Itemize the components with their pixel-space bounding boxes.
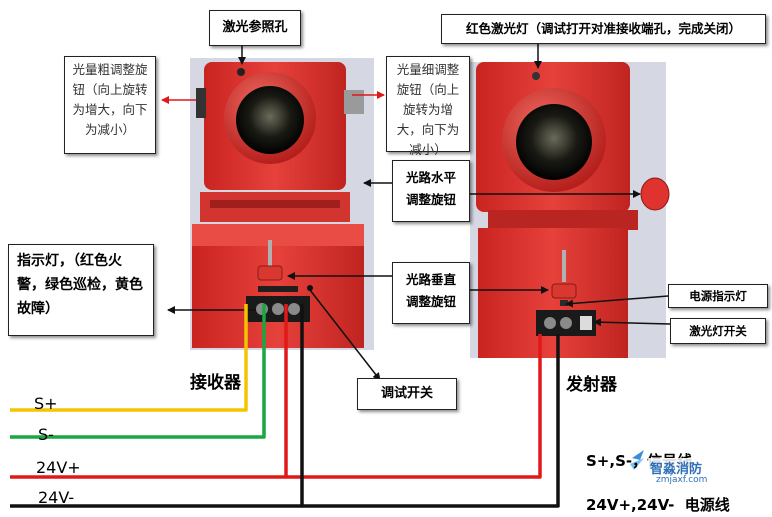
- label-indicator: 指示灯，（红色火警，绿色巡检，黄色故障）: [8, 244, 154, 336]
- wire-s-plus: [10, 304, 248, 412]
- wire-label-24v-minus: 24V-: [38, 488, 75, 507]
- label-red-laser-lamp: 红色激光灯（调试打开对准接收端孔，完成关闭）: [441, 14, 766, 44]
- watermark-logo: [630, 450, 644, 470]
- leader-lines: [161, 44, 671, 381]
- watermark-logo-mark: [632, 450, 644, 460]
- label-debug-switch: 调试开关: [357, 378, 457, 410]
- red-laser-lamp-dot: [532, 72, 540, 80]
- wire-label-24v-plus: 24V+: [36, 458, 81, 477]
- indicator-leds: [258, 286, 298, 292]
- wire-24v-minus-transmitter: [302, 334, 560, 508]
- receiver-title: 接收器: [190, 373, 241, 393]
- watermark-brand: 智淼消防: [648, 458, 705, 477]
- receiver-lens: [236, 86, 304, 154]
- arrow-debug-switch: [309, 289, 381, 381]
- label-laser-switch: 激光灯开关: [670, 318, 766, 344]
- transmitter-device: [470, 62, 670, 358]
- label-fine-knob: 光量细调整旋钮（向上旋转为增大，向下为减小）: [386, 56, 470, 157]
- label-coarse-knob: 光量粗调整旋钮（向上旋转为增大，向下为减小）: [64, 56, 156, 154]
- label-laser-ref-hole: 激光参照孔: [209, 10, 301, 46]
- coarse-knob-shaft: [196, 88, 206, 118]
- watermark-url: zmjaxf.com: [654, 475, 710, 485]
- debug-switch-hole: [307, 285, 313, 291]
- arrow-laser-switch: [593, 318, 671, 327]
- label-horizontal-knob: 光路水平调整旋钮: [392, 160, 470, 222]
- transmitter-lens: [516, 104, 592, 180]
- vertical-knob: [257, 265, 283, 281]
- label-power-indicator: 电源指示灯: [668, 284, 768, 308]
- laser-ref-hole-dot: [237, 68, 245, 76]
- power-indicator-led: [560, 300, 568, 306]
- arrow-power-indicator: [565, 295, 669, 308]
- receiver-device: [190, 58, 374, 350]
- receiver-side-rod: [344, 90, 364, 114]
- receiver-vertical-rod: [268, 240, 272, 274]
- wiring: [10, 304, 560, 508]
- legend-power-line: 24V+,24V- 电源线: [586, 496, 730, 514]
- laser-switch: [580, 316, 592, 330]
- wire-24v-plus-transmitter: [286, 334, 542, 479]
- wire-label-s-minus: S-: [38, 425, 54, 444]
- horizontal-knob: [640, 177, 670, 211]
- transmitter-title: 发射器: [566, 375, 617, 395]
- wire-label-s-plus: S+: [34, 394, 58, 413]
- wire-s-minus: [10, 304, 266, 439]
- label-vertical-knob: 光路垂直调整旋钮: [392, 262, 470, 324]
